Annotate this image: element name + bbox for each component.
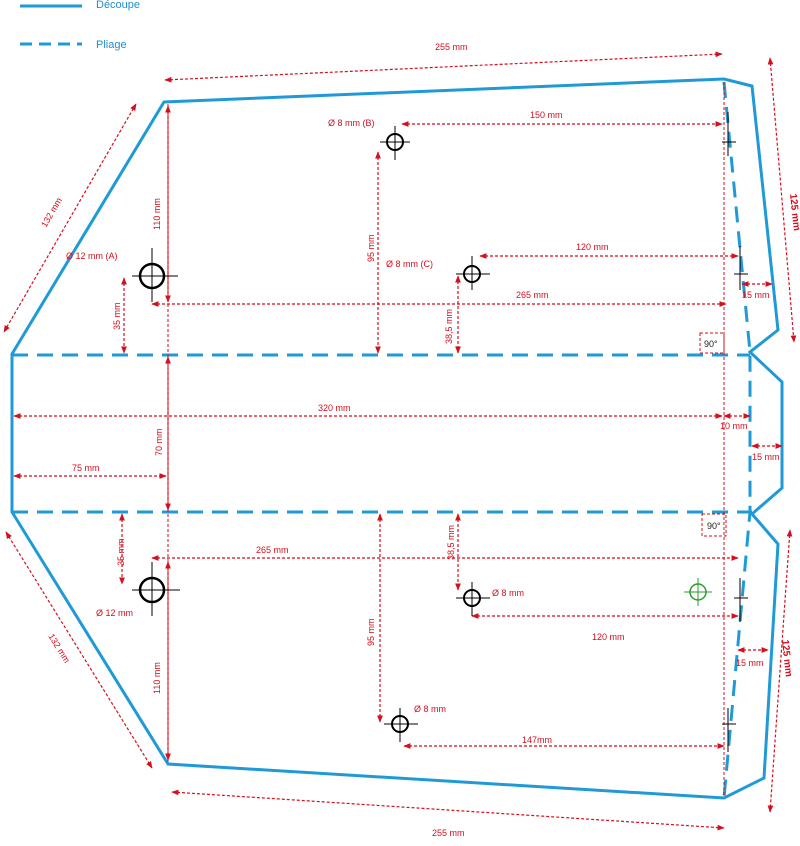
- cut-outline: [10, 77, 784, 800]
- dim-top-width: 255 mm: [435, 42, 468, 52]
- angle-lower-label: 90°: [707, 521, 721, 531]
- dim-lower-38: 38,5 mm: [446, 525, 456, 560]
- dimension-labels: 255 mm 255 mm 132 mm 132 mm 125 mm 125 m…: [39, 42, 800, 838]
- hole-lower-mid-label: Ø 8 mm: [492, 588, 524, 598]
- target-mark: [684, 578, 712, 606]
- dim-lower-left-35: 35 mm: [116, 538, 126, 566]
- dim-lower-265: 265 mm: [256, 545, 289, 555]
- dim-hole-a-height: 35 mm: [112, 302, 122, 330]
- dim-line-top: [164, 51, 723, 83]
- dim-lower-left-edge: 132 mm: [46, 632, 72, 665]
- dim-left-75: 75 mm: [72, 463, 100, 473]
- dim-tab-10: 10 mm: [720, 421, 748, 431]
- dim-line-right-bottom: [767, 529, 793, 813]
- dim-line-bottom: [171, 789, 725, 831]
- dim-lower-left-110: 110 mm: [152, 662, 162, 694]
- hole-bottom-label: Ø 8 mm: [414, 704, 446, 714]
- dim-hole-c-offset: 120 mm: [576, 242, 609, 252]
- holes: [132, 126, 712, 742]
- dim-right-flap-bottom: 125 mm: [779, 639, 794, 677]
- dim-middle-height: 70 mm: [154, 428, 164, 456]
- dim-hole-b-offset: 150 mm: [530, 110, 563, 120]
- hole-b-label: Ø 8 mm (B): [328, 118, 375, 128]
- dim-lower-hole-offset: 120 mm: [592, 632, 625, 642]
- dim-line-upper-left: [3, 103, 137, 333]
- dim-bottom-width: 255 mm: [432, 828, 465, 838]
- dim-right-flap-top: 125 mm: [787, 193, 800, 231]
- hole-a: [132, 248, 178, 302]
- dim-upper-flap-15: 15 mm: [742, 290, 770, 300]
- fold-line-right: [722, 81, 752, 799]
- hole-lower-mid: [456, 582, 490, 616]
- dim-upper-left-edge: 132 mm: [39, 196, 64, 229]
- legend-fold-label: Pliage: [96, 39, 127, 51]
- dim-hole-c-height: 38,5 mm: [444, 309, 454, 344]
- angle-upper-label: 90°: [704, 339, 718, 349]
- dim-bottom-hole-offset: 147mm: [522, 735, 552, 745]
- construction-lines: [167, 82, 725, 796]
- fold-lines: [12, 81, 752, 799]
- dim-lower-95: 95 mm: [366, 618, 376, 646]
- hole-lower-left: [132, 562, 180, 616]
- dim-hole-b-height: 95 mm: [366, 234, 376, 262]
- dim-line-lower-left: [5, 531, 153, 769]
- legend-cut-label: Découpe: [96, 0, 140, 11]
- dim-tab-15-mid: 15 mm: [752, 452, 780, 462]
- hole-labels: Ø 12 mm (A) Ø 8 mm (B) Ø 8 mm (C) Ø 12 m…: [66, 118, 524, 714]
- dim-upper-left-110: 110 mm: [152, 198, 162, 230]
- angle-box-upper: [699, 332, 725, 354]
- dim-line-right-top: [767, 57, 797, 343]
- dim-full-width: 320 mm: [318, 403, 351, 413]
- angle-box-lower: [701, 513, 727, 537]
- dim-lower-flap-15: 15 mm: [736, 658, 764, 668]
- hole-c-label: Ø 8 mm (C): [386, 259, 433, 269]
- dimension-lines: [3, 51, 797, 831]
- hole-lower-left-label: Ø 12 mm: [96, 608, 133, 618]
- angle-markers: 90° 90°: [699, 332, 727, 537]
- hole-a-label: Ø 12 mm (A): [66, 251, 118, 261]
- edge-ticks: [722, 112, 748, 752]
- hole-bottom: [384, 708, 418, 742]
- hole-c: [456, 256, 490, 290]
- hole-b: [380, 126, 410, 160]
- legend: Découpe Pliage: [20, 0, 140, 51]
- dim-upper-265: 265 mm: [516, 290, 549, 300]
